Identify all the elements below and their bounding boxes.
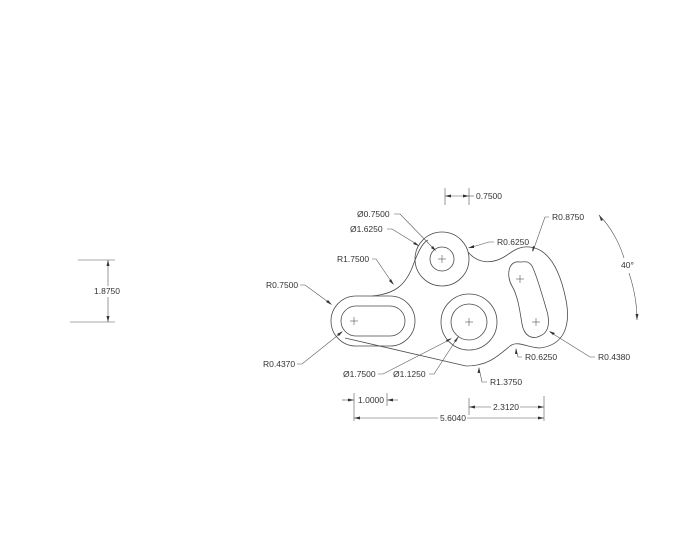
dim-text-5-6040: 5.6040 bbox=[440, 413, 466, 423]
dim-text-dia-1-6250: Ø1.6250 bbox=[350, 224, 383, 234]
dim-text-dia-1-7500: Ø1.7500 bbox=[343, 369, 376, 379]
leader-dia-0-7500: Ø0.7500 bbox=[357, 209, 436, 251]
dim-text-1-8750: 1.8750 bbox=[94, 286, 120, 296]
leader-r-0-6250-top: R0.6250 bbox=[468, 237, 529, 249]
dim-text-r-0-4370: R0.4370 bbox=[263, 359, 295, 369]
horizontal-dimensions: 1.0000 2.3120 5.6040 bbox=[342, 393, 545, 423]
dim-text-r-1-7500: R1.7500 bbox=[337, 254, 369, 264]
leader-r-0-8750: R0.8750 bbox=[532, 212, 584, 252]
leader-r-1-3750: R1.3750 bbox=[477, 367, 522, 387]
dim-text-r-0-7500: R0.7500 bbox=[266, 280, 298, 290]
dim-text-r-0-6250-top: R0.6250 bbox=[497, 237, 529, 247]
leader-dia-1-7500: Ø1.7500 bbox=[343, 338, 452, 379]
leader-r-0-4380: R0.4380 bbox=[549, 331, 630, 362]
dim-text-dia-0-7500: Ø0.7500 bbox=[357, 209, 390, 219]
part-outline bbox=[330, 231, 568, 367]
dim-text-r-0-8750: R0.8750 bbox=[552, 212, 584, 222]
dim-text-1-0000: 1.0000 bbox=[358, 395, 384, 405]
leader-dia-1-6250: Ø1.6250 bbox=[350, 224, 419, 246]
dim-text-r-0-4380: R0.4380 bbox=[598, 352, 630, 362]
dim-text-dia-1-1250: Ø1.1250 bbox=[393, 369, 426, 379]
leader-r-0-4370: R0.4370 bbox=[263, 331, 343, 369]
dim-text-angle: 40° bbox=[621, 260, 634, 270]
dim-text-r-1-3750: R1.3750 bbox=[490, 377, 522, 387]
dim-text-0-7500-top: 0.7500 bbox=[476, 191, 502, 201]
leader-r-0-7500: R0.7500 bbox=[266, 280, 332, 305]
inner-features bbox=[340, 246, 549, 341]
dimension-0-7500-top: 0.7500 bbox=[444, 188, 502, 205]
center-marks bbox=[350, 255, 540, 326]
vertical-dimension-1-8750: 1.8750 bbox=[70, 259, 120, 323]
dim-text-2-3120: 2.3120 bbox=[493, 402, 519, 412]
leader-r-0-6250-bottom: R0.6250 bbox=[515, 348, 557, 362]
dim-text-r-0-6250-bottom: R0.6250 bbox=[525, 352, 557, 362]
leader-r-1-7500: R1.7500 bbox=[337, 254, 394, 285]
leader-dia-1-1250: Ø1.1250 bbox=[393, 336, 459, 379]
angle-dimension-40: 40° bbox=[598, 214, 639, 321]
